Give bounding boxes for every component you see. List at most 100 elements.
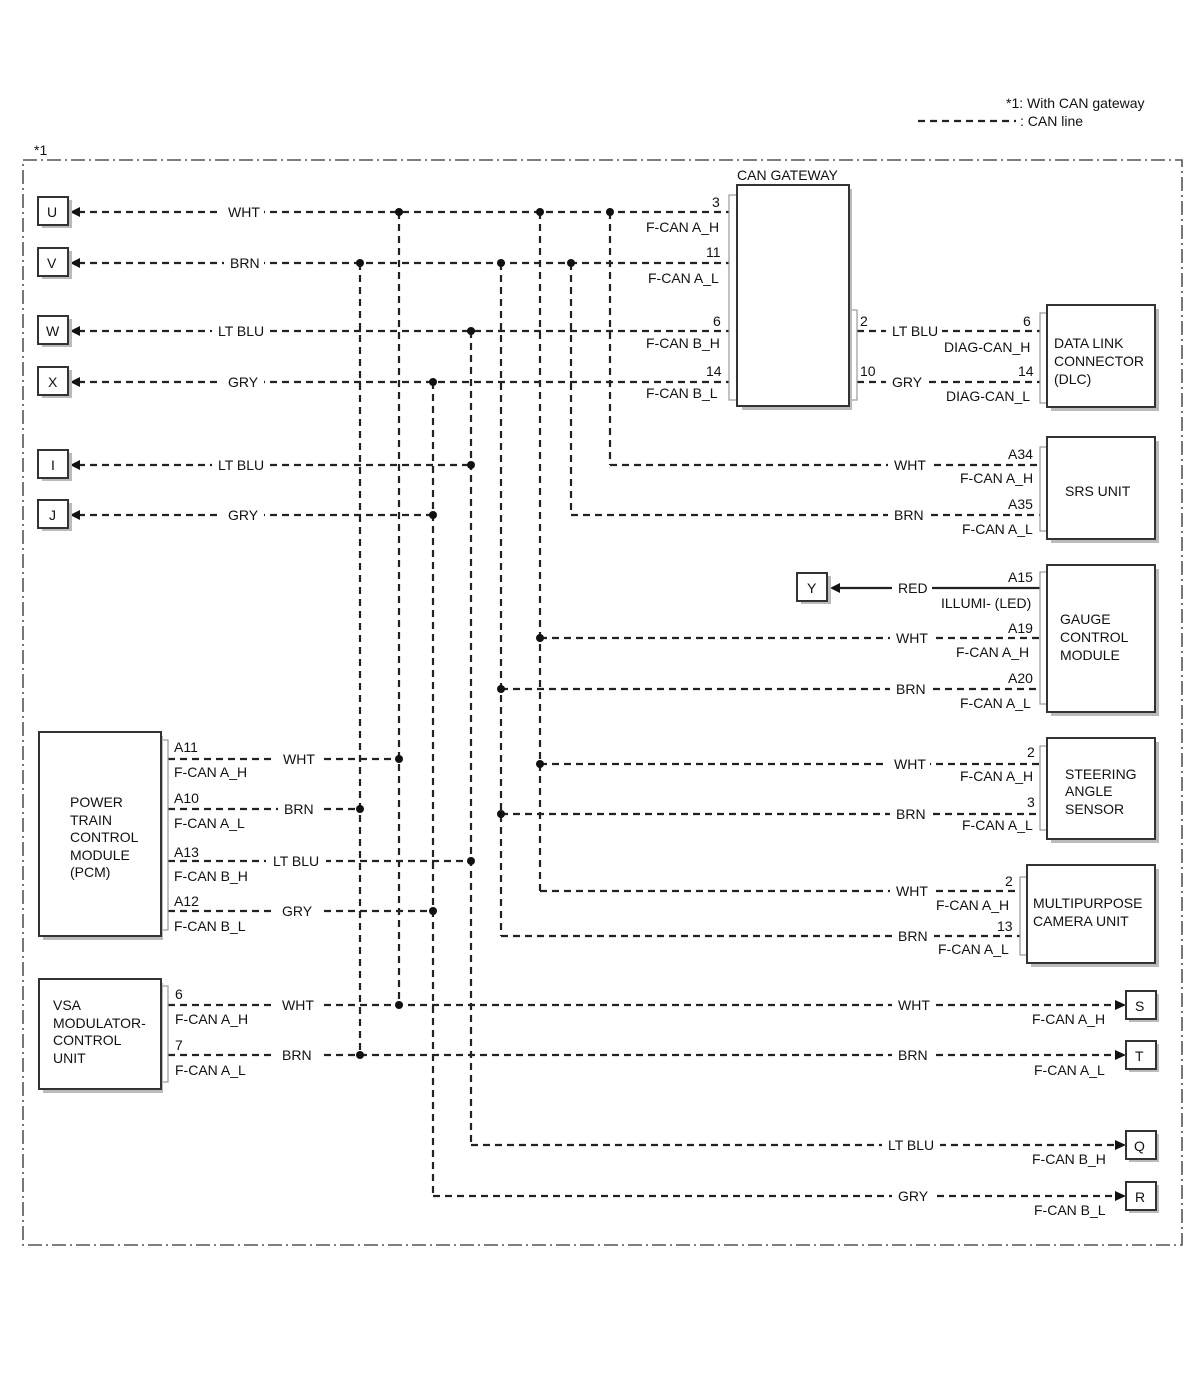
wire-labels: WHT BRN LT BLU GRY LT BLU GRY LT BLU GRY… [212, 202, 942, 1206]
can-gateway-title: CAN GATEWAY [737, 167, 839, 183]
gauge-name-3: MODULE [1060, 647, 1120, 663]
label-vsa-brn: BRN [282, 1047, 312, 1063]
frame-label: *1 [34, 142, 47, 158]
label-srs-brn: BRN [894, 507, 924, 523]
srs-pin-a34: A34 [1008, 446, 1033, 462]
junction-dots [356, 208, 614, 1059]
label-w-ltblu: LT BLU [218, 323, 264, 339]
gauge-name-1: GAUGE [1060, 611, 1111, 627]
label-gauge-red: RED [898, 580, 928, 596]
gauge-pin-a15: A15 [1008, 569, 1033, 585]
label-s-wht: WHT [898, 997, 930, 1013]
output-r-sig: F-CAN B_L [1034, 1202, 1106, 1218]
steering-angle-sensor: STEERING ANGLE SENSOR 2 F-CAN A_H 3 F-CA… [960, 737, 1159, 843]
gw-pin-6: 6 [713, 313, 721, 329]
pcm-sig-a10: F-CAN A_L [174, 815, 245, 831]
srs-sig-a34: F-CAN A_H [960, 470, 1033, 486]
camera-name-2: CAMERA UNIT [1033, 913, 1129, 929]
connector-s: S [1135, 998, 1144, 1014]
camera-pin-13: 13 [997, 918, 1013, 934]
dlc-name-3: (DLC) [1054, 371, 1091, 387]
gw-sig-11: F-CAN A_L [648, 270, 719, 286]
legend-note: *1: With CAN gateway [1006, 95, 1145, 111]
gauge-pin-a19: A19 [1008, 620, 1033, 636]
connector-t: T [1135, 1048, 1144, 1064]
label-steering-wht: WHT [894, 756, 926, 772]
label-r-gry: GRY [898, 1188, 929, 1204]
gw-sig-3: F-CAN A_H [646, 219, 719, 235]
gw-pin-3: 3 [712, 194, 720, 210]
can-gateway-module: CAN GATEWAY 3 F-CAN A_H 11 F-CAN A_L 6 F… [646, 167, 876, 410]
srs-name: SRS UNIT [1065, 483, 1131, 499]
vsa-name-1: VSA [53, 997, 82, 1013]
pcm-name-1: POWER [70, 794, 123, 810]
label-dlc-ltblu: LT BLU [892, 323, 938, 339]
camera-pin-2: 2 [1005, 873, 1013, 889]
gauge-sig-a20: F-CAN A_L [960, 695, 1031, 711]
connector-j: J [49, 507, 56, 523]
dlc-module: DATA LINK CONNECTOR (DLC) 6 DIAG-CAN_H 1… [944, 304, 1159, 411]
output-q-sig: F-CAN B_H [1032, 1151, 1106, 1167]
vsa-sig-7: F-CAN A_L [175, 1062, 246, 1078]
steering-name-1: STEERING [1065, 766, 1137, 782]
label-srs-wht: WHT [894, 457, 926, 473]
output-t-sig: F-CAN A_L [1034, 1062, 1105, 1078]
gw-sig-6: F-CAN B_H [646, 335, 720, 351]
steering-sig-3: F-CAN A_L [962, 817, 1033, 833]
connector-q: Q [1134, 1138, 1145, 1154]
connector-r: R [1135, 1189, 1145, 1205]
vsa-module: VSA MODULATOR- CONTROL UNIT 6 F-CAN A_H … [38, 978, 248, 1093]
pcm-pin-a12: A12 [174, 893, 199, 909]
dlc-pin-14: 14 [1018, 363, 1034, 379]
gw-pin-10: 10 [860, 363, 876, 379]
gw-pin-2: 2 [860, 313, 868, 329]
label-pcm-ltblu: LT BLU [273, 853, 319, 869]
can-gateway-frame [22, 159, 1183, 1246]
camera-sig-13: F-CAN A_L [938, 941, 1009, 957]
dlc-sig-6: DIAG-CAN_H [944, 339, 1030, 355]
label-x-gry: GRY [228, 374, 259, 390]
label-v-brn: BRN [230, 255, 260, 271]
camera-name-1: MULTIPURPOSE [1033, 895, 1142, 911]
pcm-sig-a13: F-CAN B_H [174, 868, 248, 884]
legend-can-line-label: : CAN line [1020, 113, 1083, 129]
multipurpose-camera-unit: MULTIPURPOSE CAMERA UNIT 2 F-CAN A_H 13 … [936, 864, 1159, 967]
output-s-sig: F-CAN A_H [1032, 1011, 1105, 1027]
arrowheads [70, 207, 1126, 1201]
gauge-sig-a15: ILLUMI- (LED) [941, 595, 1031, 611]
srs-sig-a35: F-CAN A_L [962, 521, 1033, 537]
dlc-name-1: DATA LINK [1054, 335, 1124, 351]
pcm-pin-a13: A13 [174, 844, 199, 860]
label-gauge-brn: BRN [896, 681, 926, 697]
vsa-pin-7: 7 [175, 1037, 183, 1053]
label-steering-brn: BRN [896, 806, 926, 822]
dlc-sig-14: DIAG-CAN_L [946, 388, 1030, 404]
gw-pin-14: 14 [706, 363, 722, 379]
srs-module: SRS UNIT A34 F-CAN A_H A35 F-CAN A_L [960, 436, 1159, 543]
connector-boxes-right: S T Q R [1125, 990, 1159, 1213]
label-dlc-gry: GRY [892, 374, 923, 390]
label-u-wht: WHT [228, 204, 260, 220]
label-gauge-wht: WHT [896, 630, 928, 646]
srs-pin-a35: A35 [1008, 496, 1033, 512]
label-j-gry: GRY [228, 507, 259, 523]
label-i-ltblu: LT BLU [218, 457, 264, 473]
pcm-name-3: CONTROL [70, 829, 139, 845]
pcm-module: POWER TRAIN CONTROL MODULE (PCM) A11 F-C… [38, 731, 248, 940]
pcm-name-2: TRAIN [70, 812, 112, 828]
steering-pin-2: 2 [1027, 744, 1035, 760]
gauge-control-module: GAUGE CONTROL MODULE A15 ILLUMI- (LED) A… [941, 564, 1159, 716]
pcm-pin-a11: A11 [174, 739, 198, 755]
pcm-name-5: (PCM) [70, 864, 110, 880]
gauge-sig-a19: F-CAN A_H [956, 644, 1029, 660]
steering-pin-3: 3 [1027, 794, 1035, 810]
vsa-pin-6: 6 [175, 986, 183, 1002]
connector-i: I [51, 457, 55, 473]
connector-boxes-left: U V W X I J [37, 196, 72, 531]
connector-w: W [46, 323, 60, 339]
connector-u: U [47, 204, 57, 220]
gauge-name-2: CONTROL [1060, 629, 1129, 645]
connector-v: V [47, 255, 57, 271]
steering-sig-2: F-CAN A_H [960, 768, 1033, 784]
